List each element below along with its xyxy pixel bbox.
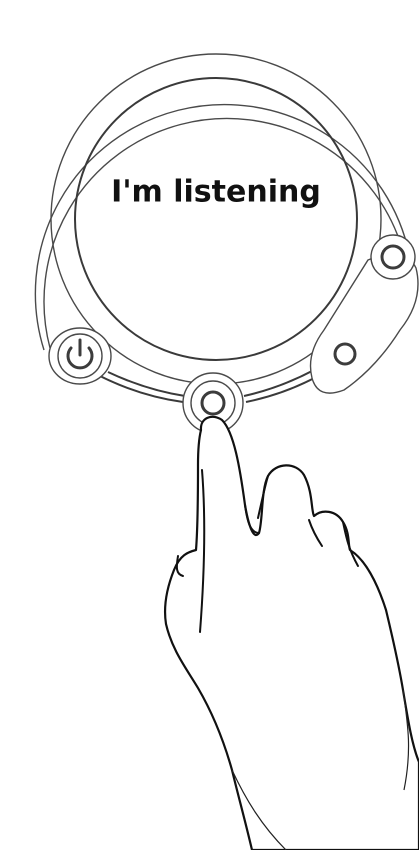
hand-illustration [165, 417, 419, 850]
ring-button-icon [202, 392, 224, 414]
upper-right-button[interactable] [371, 235, 415, 279]
ring-button-icon [382, 246, 404, 268]
lower-right-button[interactable] [335, 344, 355, 364]
power-button[interactable] [49, 328, 111, 384]
right-button-cluster [311, 235, 419, 393]
status-text: I'm listening [111, 175, 321, 210]
ring-button-icon [335, 344, 355, 364]
